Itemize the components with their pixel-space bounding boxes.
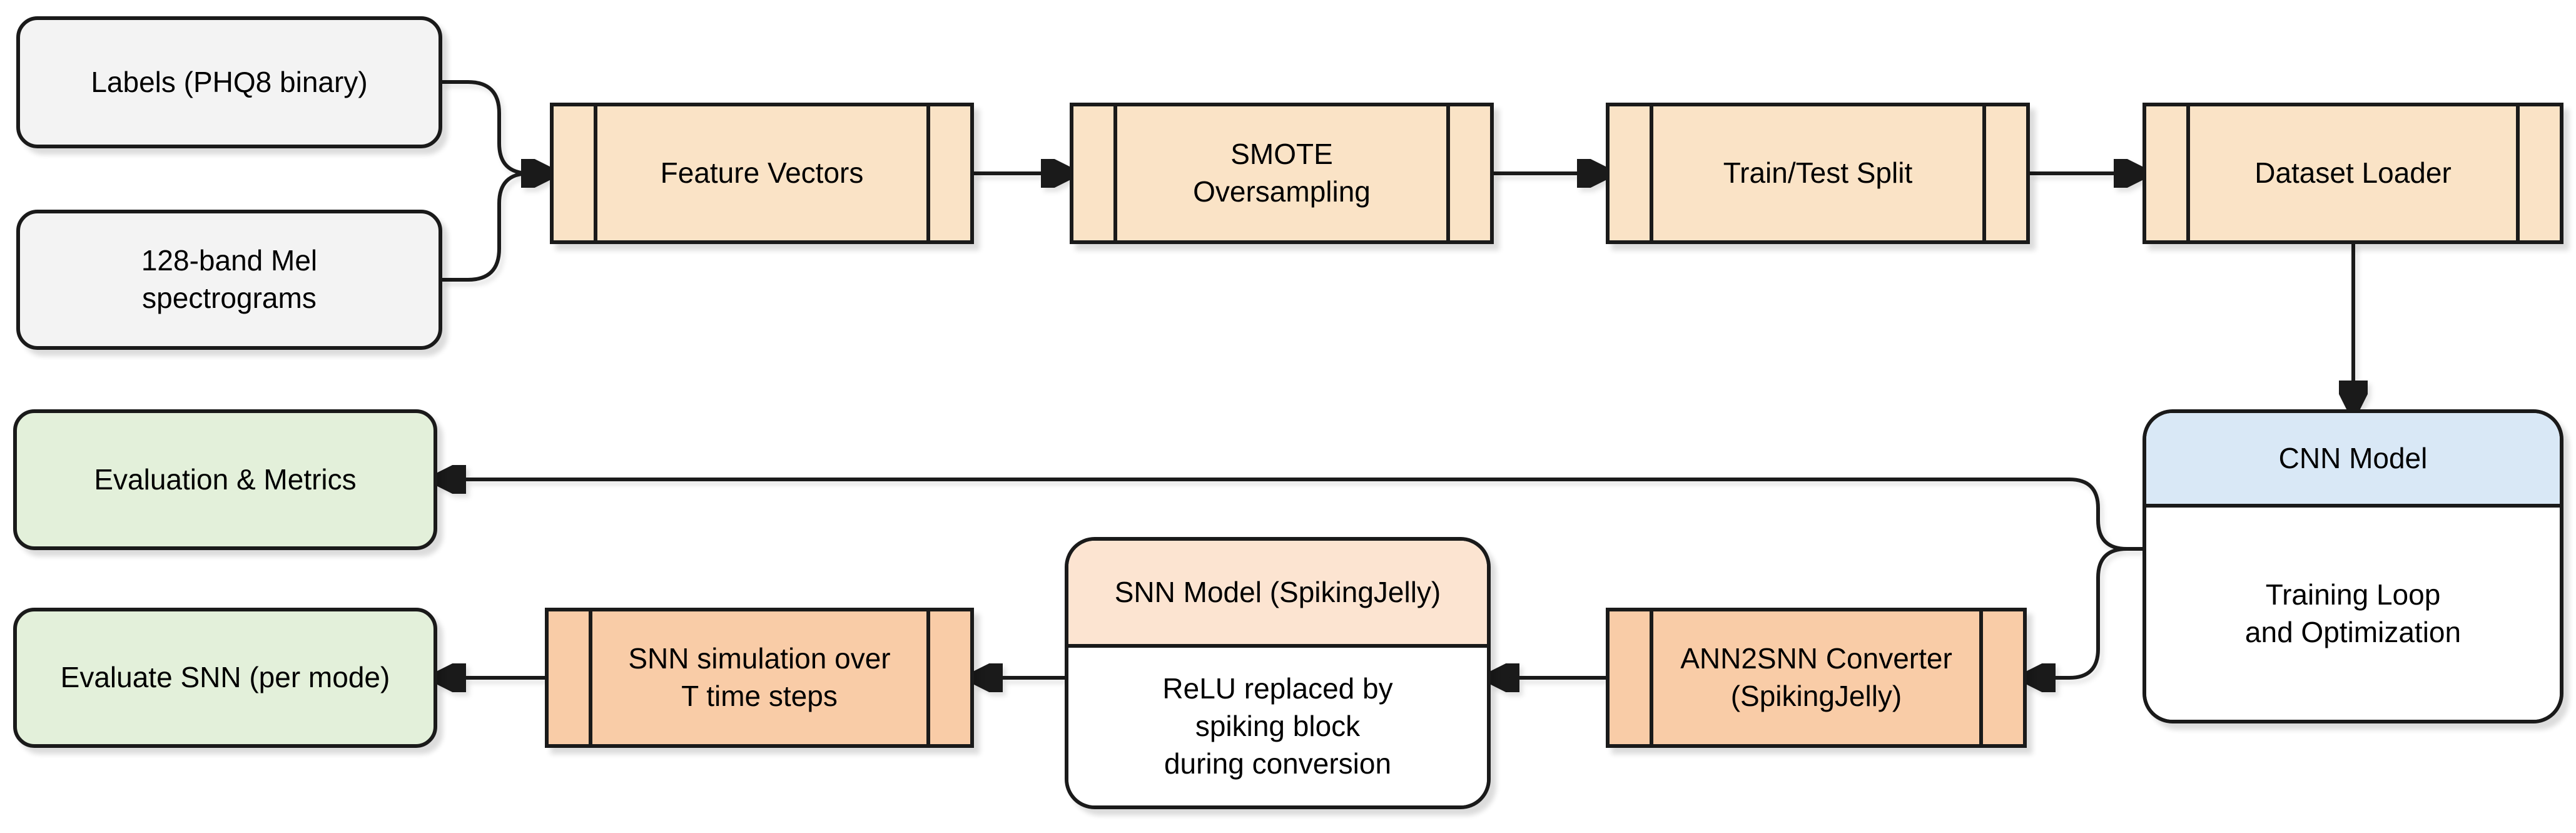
node-cnn-model-header: CNN Model: [2146, 413, 2560, 508]
node-snn-model: SNN Model (SpikingJelly) ReLU replaced b…: [1065, 537, 1491, 809]
edge-cnn-to-ann2snn: [2029, 547, 2142, 678]
proc-bar-left: [1650, 611, 1653, 744]
node-cnn-model-body-label: Training Loop and Optimization: [2244, 578, 2462, 648]
node-snn-model-body: ReLU replaced by spiking block during co…: [1068, 648, 1487, 805]
edge-labels-merge: [442, 80, 530, 175]
proc-bar-left: [2186, 106, 2190, 240]
node-dataset-loader-label: Dataset Loader: [2254, 156, 2452, 190]
node-snn-model-title: SNN Model (SpikingJelly): [1114, 575, 1441, 608]
node-snn-model-header: SNN Model (SpikingJelly): [1068, 541, 1487, 648]
node-snn-simulation: SNN simulation over T time steps: [545, 608, 974, 748]
node-cnn-model-title: CNN Model: [2278, 441, 2428, 474]
node-labels-phq8: Labels (PHQ8 binary): [16, 16, 442, 148]
node-evaluation-metrics: Evaluation & Metrics: [13, 409, 437, 550]
node-evaluation-metrics-label: Evaluation & Metrics: [94, 462, 357, 496]
node-evaluate-snn: Evaluate SNN (per mode): [13, 608, 437, 748]
edge-cnn-to-eval-metrics: [440, 479, 2142, 551]
node-snn-model-body-label: ReLU replaced by spiking block during co…: [1162, 672, 1393, 780]
node-dataset-loader: Dataset Loader: [2142, 103, 2563, 244]
proc-bar-right: [1982, 106, 1986, 240]
node-mel-spectrograms-label: 128-band Mel spectrograms: [141, 244, 318, 314]
proc-bar-left: [1113, 106, 1117, 240]
node-snn-simulation-label: SNN simulation over T time steps: [628, 642, 891, 712]
node-feature-vectors: Feature Vectors: [550, 103, 974, 244]
node-cnn-model-body: Training Loop and Optimization: [2146, 508, 2560, 720]
proc-bar-right: [1446, 106, 1450, 240]
proc-bar-left: [594, 106, 597, 240]
node-feature-vectors-label: Feature Vectors: [660, 156, 864, 190]
proc-bar-left: [1650, 106, 1653, 240]
node-train-test-split: Train/Test Split: [1606, 103, 2030, 244]
proc-bar-right: [1979, 611, 1983, 744]
proc-bar-right: [926, 611, 930, 744]
node-mel-spectrograms: 128-band Mel spectrograms: [16, 210, 442, 350]
node-cnn-model: CNN Model Training Loop and Optimization: [2142, 409, 2563, 723]
node-train-test-split-label: Train/Test Split: [1723, 156, 1913, 190]
proc-bar-right: [2516, 106, 2520, 240]
node-ann2snn-converter: ANN2SNN Converter (SpikingJelly): [1606, 608, 2027, 748]
proc-bar-left: [589, 611, 592, 744]
edge-mel-merge: [442, 171, 530, 282]
node-labels-phq8-label: Labels (PHQ8 binary): [91, 65, 368, 98]
node-ann2snn-converter-label: ANN2SNN Converter (SpikingJelly): [1680, 642, 1952, 712]
node-evaluate-snn-label: Evaluate SNN (per mode): [60, 661, 390, 694]
node-smote-oversampling-label: SMOTE Oversampling: [1193, 138, 1371, 208]
node-smote-oversampling: SMOTE Oversampling: [1070, 103, 1494, 244]
proc-bar-right: [926, 106, 930, 240]
